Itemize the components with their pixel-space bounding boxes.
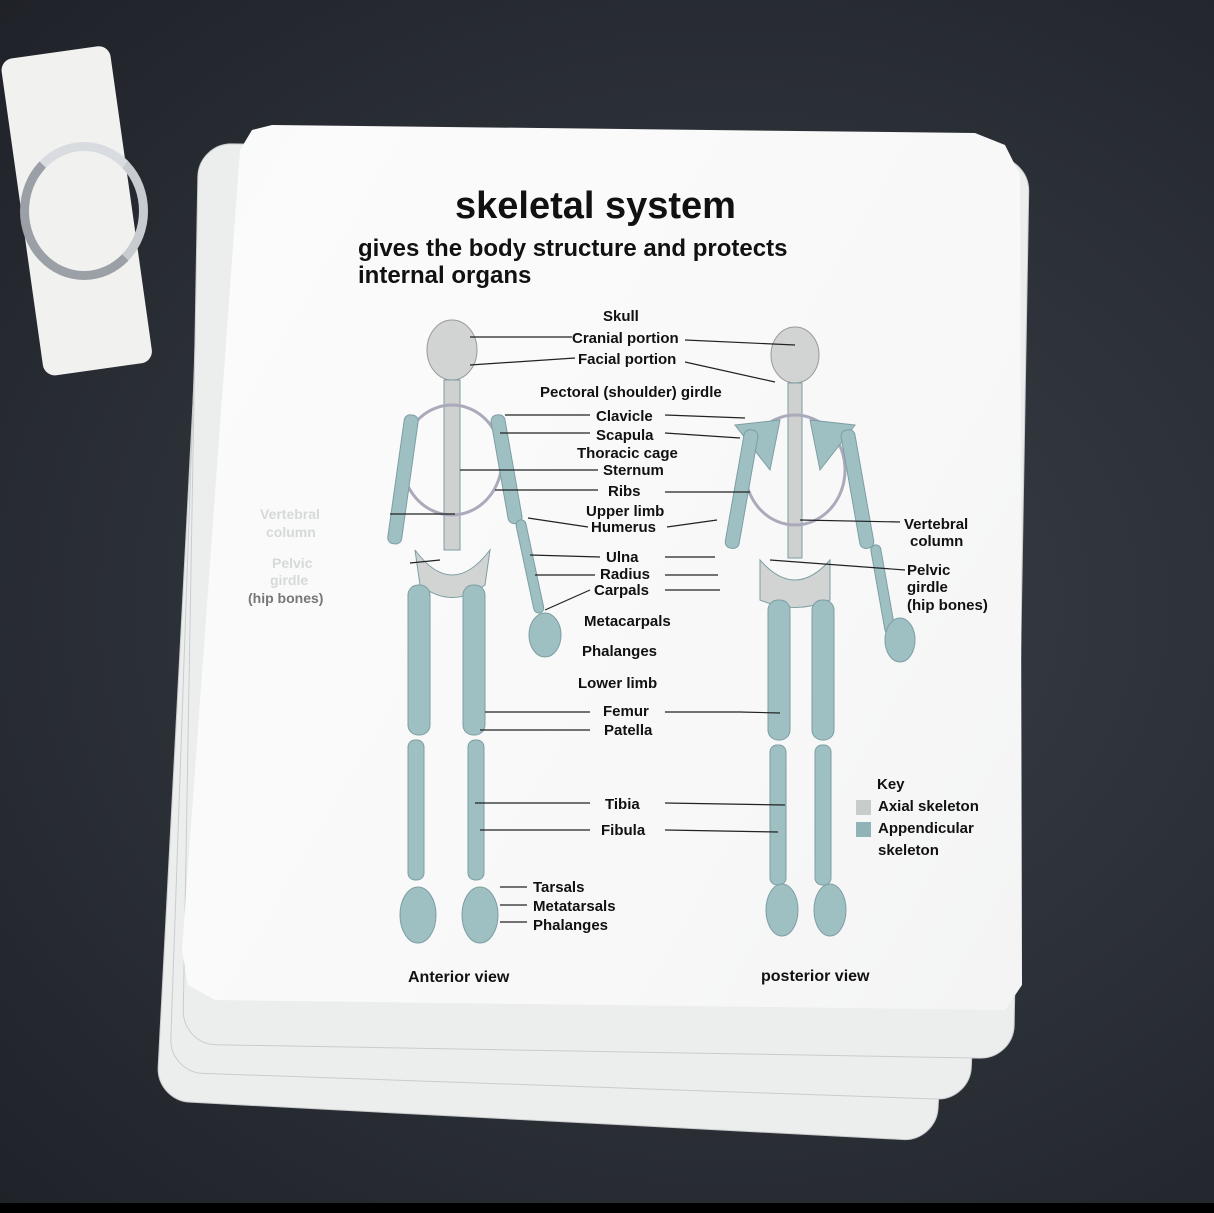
- label-pelvic-girdle-2: girdle: [907, 579, 948, 596]
- key-swatch-appendicular: [856, 822, 871, 837]
- ghost-label-pelvic-2: girdle: [270, 572, 309, 588]
- label-pelvic-girdle-3: (hip bones): [907, 597, 988, 614]
- label-vertebral-column-2: column: [910, 533, 964, 550]
- bottom-bar: [0, 1203, 1214, 1213]
- key-appendicular-1: Appendicular: [878, 820, 974, 837]
- label-metacarpals: Metacarpals: [584, 613, 671, 630]
- leader-lines: [390, 336, 906, 923]
- posterior-view-label: posterior view: [761, 968, 870, 985]
- label-thoracic-cage: Thoracic cage: [577, 445, 678, 462]
- label-upper-limb: Upper limb: [586, 503, 665, 520]
- key-appendicular-2: skeleton: [878, 842, 939, 859]
- card-title: skeletal system: [455, 185, 736, 227]
- label-phalanges-foot: Phalanges: [533, 917, 609, 934]
- label-femur: Femur: [603, 703, 649, 720]
- label-skull: Skull: [603, 308, 639, 325]
- label-tarsals: Tarsals: [533, 879, 585, 896]
- key-swatch-axial: [856, 800, 871, 815]
- label-cranial-portion: Cranial portion: [572, 330, 679, 347]
- label-fibula: Fibula: [601, 822, 646, 839]
- anterior-skeleton: [387, 319, 562, 944]
- label-pelvic-girdle-1: Pelvic: [907, 562, 951, 579]
- label-patella: Patella: [604, 722, 653, 739]
- ghost-label-vertebral-2: column: [266, 524, 316, 540]
- label-facial-portion: Facial portion: [578, 351, 677, 368]
- label-humerus: Humerus: [591, 519, 657, 536]
- label-ulna: Ulna: [606, 549, 639, 566]
- label-carpals: Carpals: [594, 582, 650, 599]
- key-title: Key: [877, 776, 905, 793]
- card-subtitle-line1: gives the body structure and protects: [358, 235, 788, 262]
- label-clavicle: Clavicle: [596, 408, 653, 425]
- binder-ring: [20, 142, 148, 280]
- label-radius: Radius: [600, 566, 651, 583]
- label-metatarsals: Metatarsals: [533, 898, 616, 915]
- label-tibia: Tibia: [605, 796, 640, 813]
- ghost-label-pelvic-3: (hip bones): [248, 590, 324, 606]
- label-phalanges-hand: Phalanges: [582, 643, 658, 660]
- label-sternum: Sternum: [603, 462, 664, 479]
- ghost-label-vertebral-1: Vertebral: [260, 506, 320, 522]
- label-scapula: Scapula: [596, 427, 654, 444]
- label-lower-limb: Lower limb: [578, 675, 658, 692]
- card-subtitle-line2: internal organs: [358, 262, 532, 289]
- key-axial: Axial skeleton: [878, 798, 979, 815]
- label-vertebral-column-1: Vertebral: [904, 516, 969, 533]
- ghost-label-pelvic-1: Pelvic: [272, 555, 313, 571]
- label-ribs: Ribs: [608, 483, 641, 500]
- posterior-skeleton: [724, 326, 916, 937]
- label-pectoral-girdle: Pectoral (shoulder) girdle: [540, 384, 722, 401]
- anterior-view-label: Anterior view: [408, 969, 510, 986]
